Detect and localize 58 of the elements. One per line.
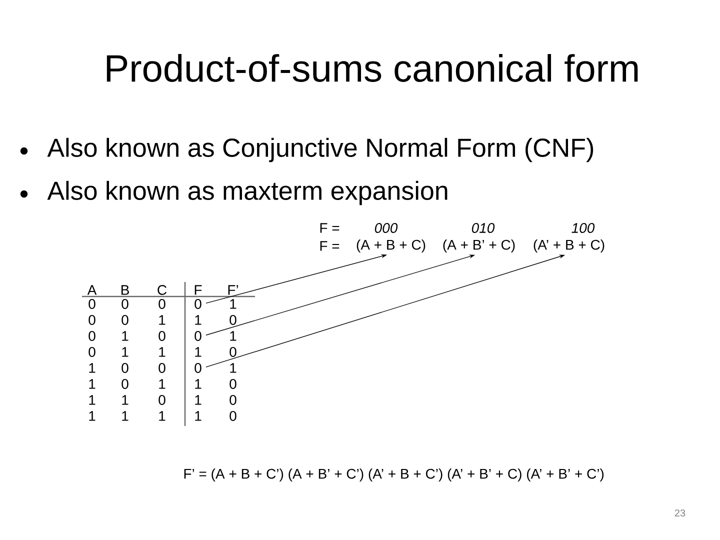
table-cell: 1 [230,299,236,309]
table-cell: 1 [89,395,96,405]
table-cell: 1 [159,411,166,421]
table-cell: 1 [159,315,166,325]
table-cell: 0 [158,331,166,341]
table-cell: 0 [88,299,96,309]
minterm-index: 010 [472,223,495,233]
table-cell: 0 [88,331,96,341]
table-cell: 0 [230,411,236,421]
minterm-index: 100 [572,223,595,233]
table-cell: 1 [195,395,202,405]
table-cell: F [194,285,202,295]
table-cell: 1 [195,315,202,325]
slide-title: Product-of-sums canonical form [106,54,638,82]
table-cell: 0 [194,363,202,373]
maxterm-text: (A + B + C) [356,239,426,253]
table-cell: 1 [159,379,166,389]
table-cell: A [87,285,97,295]
table-cell: 1 [89,411,96,421]
bullet-text: Also known as maxterm expansion [47,180,448,206]
table-cell: 1 [122,411,128,421]
table-cell: 1 [159,347,166,357]
table-cell: C [158,285,167,295]
page-number: 23 [674,509,686,517]
formula-text: F = [320,241,340,251]
table-cell: 0 [122,315,128,325]
table-cell: 1 [122,395,128,405]
table-cell: 1 [89,379,96,389]
minterm-index: 000 [374,223,398,233]
table-cell: 0 [88,315,96,325]
table-cell: 0 [88,347,96,357]
table-cell: B [121,285,129,295]
table-cell: 1 [122,347,128,357]
table-cell: 1 [195,379,202,389]
table-cell: 0 [230,315,236,325]
table-cell: F’ [228,285,238,295]
formula-text: F’ = (A + B + C’) (A + B’ + C’) (A’ + B + C’) (A’ + B’ + C) (A’ + B’ + C’) [184,468,604,482]
table-cell: 0 [122,379,128,389]
maxterm-text: (A + B’ + C) [443,239,515,253]
table-cell: 1 [195,411,202,421]
table-cell: 1 [230,363,236,373]
table-cell: 0 [158,363,166,373]
table-cell: 1 [122,331,128,341]
table-cell: 1 [195,347,202,357]
table-cell: 0 [194,331,202,341]
formula-text: F = [320,223,340,233]
table-cell: 1 [230,331,236,341]
table-cell: 0 [122,363,128,373]
table-cell: 0 [158,395,166,405]
table-cell: 0 [230,395,236,405]
table-cell: 0 [194,299,202,309]
table-cell: 0 [122,299,128,309]
table-cell: 0 [158,299,166,309]
bullet-text: Also known as Conjunctive Normal Form (CNF) [47,138,594,162]
table-cell: 0 [230,347,236,357]
table-cell: 0 [230,379,236,389]
maxterm-text: (A’ + B + C) [534,239,604,253]
table-cell: 1 [89,363,96,373]
